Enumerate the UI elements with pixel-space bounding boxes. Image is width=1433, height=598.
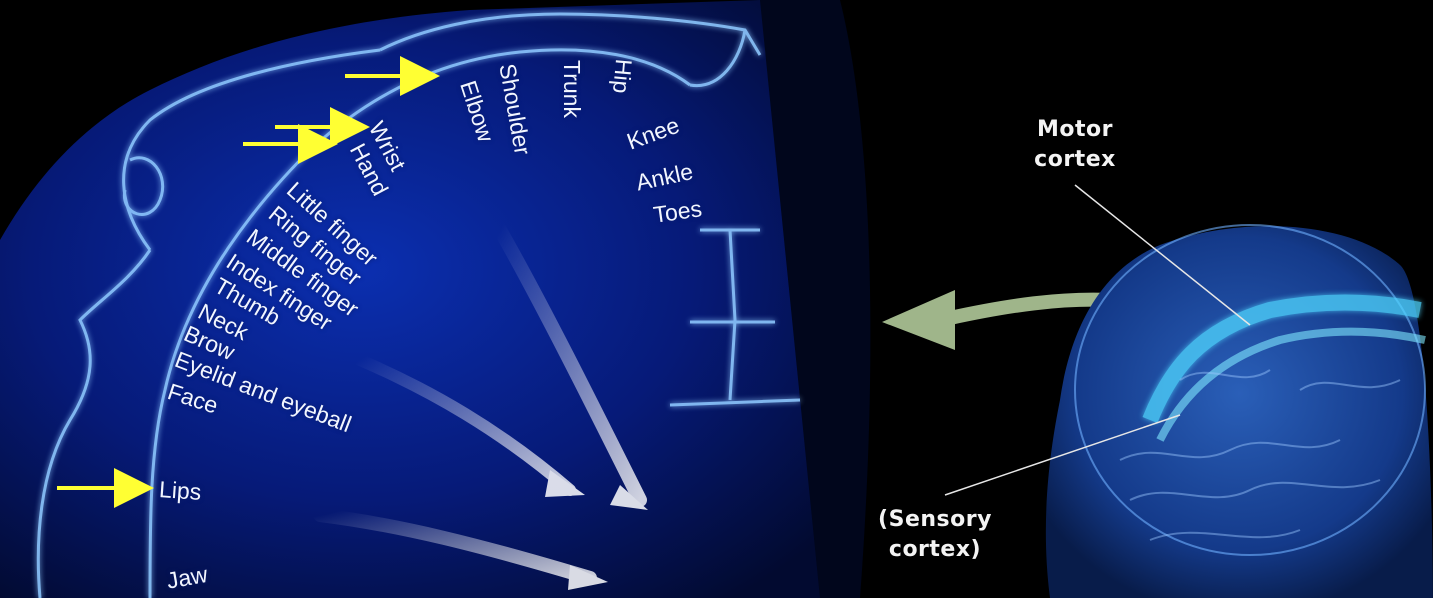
homunculus-panel bbox=[0, 0, 860, 598]
sensory-cortex-label: (Sensory cortex) bbox=[855, 505, 1015, 565]
label-hip: Hip bbox=[609, 58, 635, 94]
motor-cortex-line-2: cortex bbox=[1005, 145, 1145, 175]
motor-cortex-line-1: Motor bbox=[1005, 115, 1145, 145]
label-trunk: Trunk bbox=[560, 60, 583, 118]
label-lips: Lips bbox=[158, 478, 202, 504]
motor-cortex-label: Motor cortex bbox=[1005, 115, 1145, 175]
sensory-cortex-line-1: (Sensory bbox=[855, 505, 1015, 535]
brain-illustration bbox=[945, 185, 1433, 598]
sensory-cortex-line-2: cortex) bbox=[855, 535, 1015, 565]
